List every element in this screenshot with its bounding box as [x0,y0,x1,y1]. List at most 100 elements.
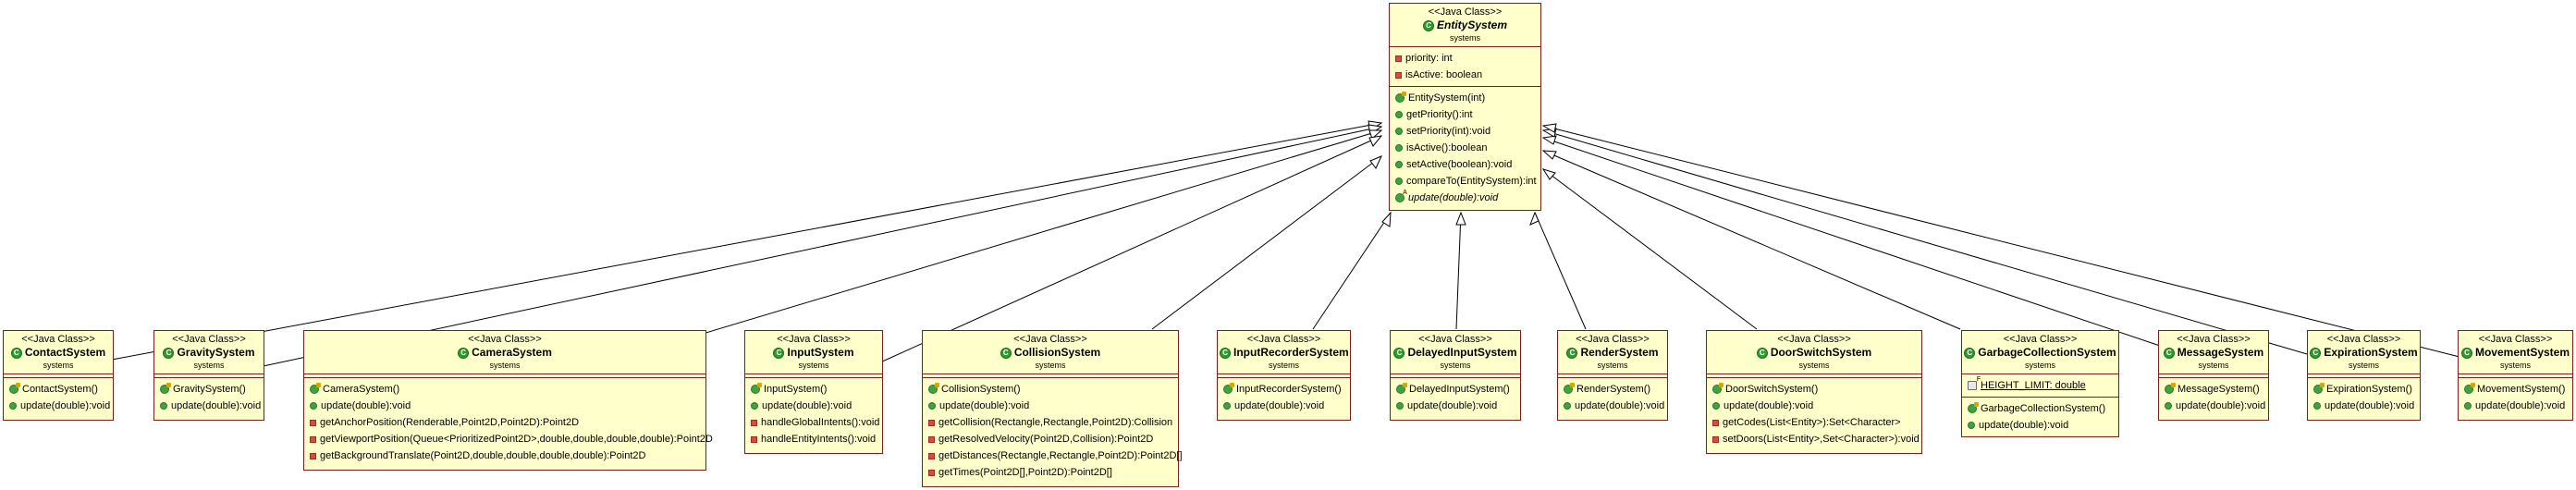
fields-section: HEIGHT_LIMIT: double [1962,374,2118,397]
methods-section: ExpirationSystem() update(double):void [2308,377,2420,417]
constructor-icon [1396,383,1407,394]
private-method-icon [310,435,316,443]
method-row: update(double):void [1968,417,2115,434]
static-final-field-icon [1968,376,1981,390]
methods-section: DelayedInputSystem() update(double):void [1391,377,1520,417]
method-row: GarbageCollectionSystem() [1968,400,2115,417]
public-method-icon [2313,402,2321,410]
arrowhead [1368,135,1383,147]
methods-section: DoorSwitchSystem() update(double):void g… [1707,377,1921,450]
package-label: systems [798,361,829,370]
arrowhead [1455,211,1466,226]
constructor-icon [2165,383,2176,394]
edge-garbage-to-entity [1542,150,1961,330]
class-icon: C [10,347,22,359]
method-row: getCodes(List<Entity>):Set<Character> [1712,414,1918,431]
arrowhead [1541,168,1556,180]
class-icon: C [1000,347,1012,359]
class-icon: C [1220,347,1231,359]
method-row: MovementSystem() [2464,381,2569,398]
package-label: systems [193,361,225,370]
class-icon: C [458,347,470,359]
method-row: MessageSystem() [2165,381,2264,398]
edge-input-to-entity [879,135,1382,363]
method-row: update(double):void [2464,398,2569,414]
private-method-icon [751,419,757,426]
methods-section: ContactSystem() update(double):void [4,377,113,417]
private-method-icon [928,452,935,459]
method-row: update(double):void [1223,398,1346,414]
class-icon: C [163,347,175,359]
public-method-icon [1395,178,1403,185]
private-field-icon [1395,71,1402,79]
public-method-icon [1968,422,1975,429]
constructor-icon [751,383,762,394]
method-row: getDistances(Rectangle,Rectangle,Point2D… [928,447,1183,464]
edge-movement-to-entity [1542,125,2460,358]
field-row: HEIGHT_LIMIT: double [1968,376,2115,394]
constructor-icon [1712,383,1723,394]
method-row: update(double):void [2165,398,2265,414]
public-method-icon [2165,402,2172,410]
stereotype: <<Java Class>> [2003,334,2078,345]
method-row: getResolvedVelocity(Point2D,Collision):P… [928,431,1174,447]
method-row: update(double):void [160,398,261,414]
method-row: InputRecorderSystem() [1223,381,1346,398]
fields-section [154,374,264,377]
method-row: isActive():boolean [1395,140,1537,156]
method-row: update(double):void [1712,398,1918,414]
edge-contact-to-entity [111,122,1382,361]
constructor-icon [9,383,20,394]
arrowhead [1541,135,1557,145]
method-row: ContactSystem() [9,381,109,398]
method-row: update(double):void [1396,398,1516,414]
method-row: update(double):void [928,398,1174,414]
method-row: update(double):void [9,398,110,414]
package-label: systems [489,361,521,370]
package-label: systems [2198,361,2229,370]
method-row: EntitySystem(int) [1395,90,1537,106]
edge-collision-to-entity [1151,155,1382,330]
arrowhead [1381,211,1392,227]
method-row: handleEntityIntents():void [751,431,878,447]
fields-section [304,374,705,377]
constructor-icon [160,383,171,394]
stereotype: <<Java Class>> [21,334,95,345]
field-row: isActive: boolean [1395,67,1537,83]
private-method-icon [1712,419,1719,426]
stereotype: <<Java Class>> [172,334,246,345]
constructor-icon [310,383,321,394]
public-method-icon [1395,128,1403,135]
method-row: RenderSystem() [1564,381,1663,398]
constructor-icon [2313,383,2325,394]
public-method-icon [1712,402,1720,410]
fields-section: priority: int isActive: boolean [1390,46,1540,86]
public-method-icon [1223,402,1231,410]
constructor-icon [2464,383,2475,394]
fields-section [745,374,882,377]
